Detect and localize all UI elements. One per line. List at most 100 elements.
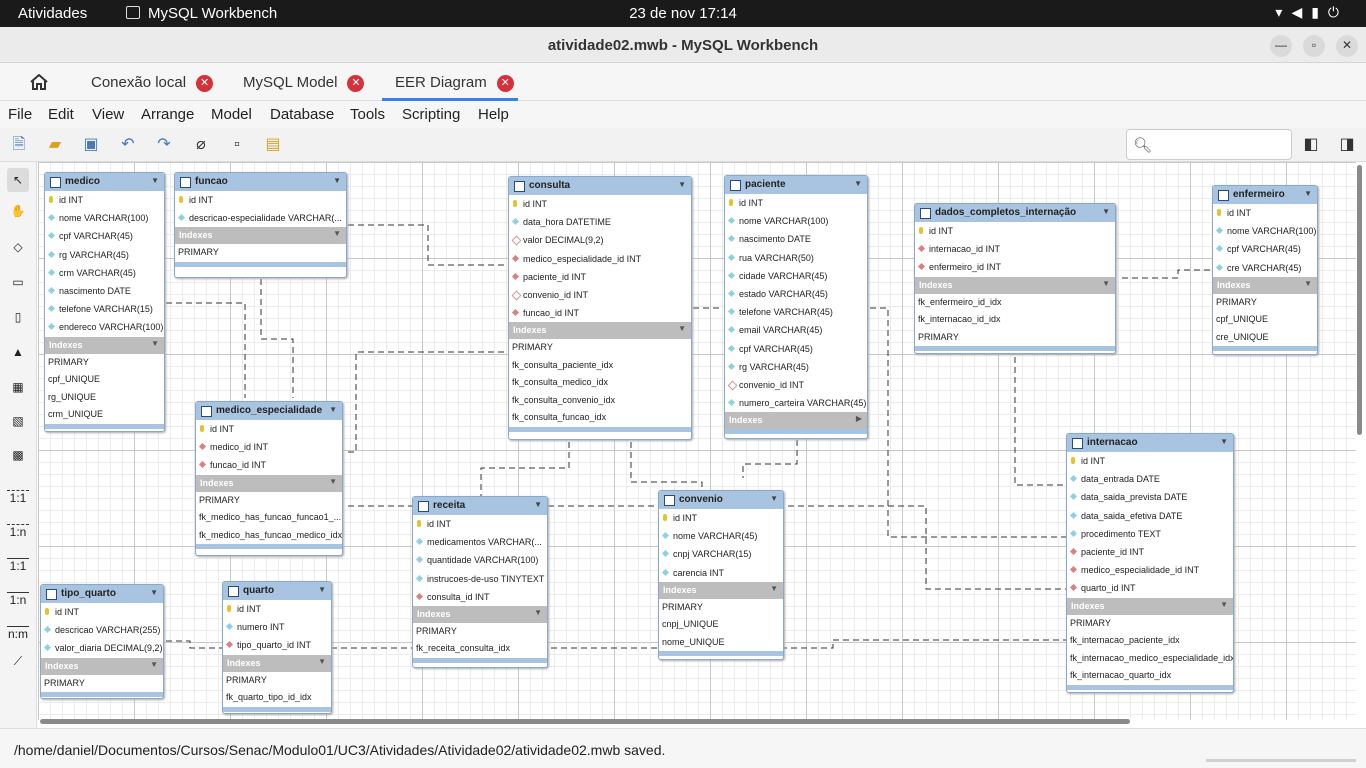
column-row[interactable]: funcao_id INT [509, 304, 691, 322]
open-model-icon[interactable]: ▰ [48, 136, 62, 153]
index-row[interactable]: fk_receita_consulta_idx [416, 643, 511, 654]
chevron-down-icon[interactable]: ▼ [333, 229, 341, 239]
close-tab-icon[interactable]: ✕ [347, 75, 365, 92]
chevron-down-icon[interactable]: ▼ [770, 494, 778, 503]
chevron-down-icon[interactable]: ▶ [855, 414, 862, 424]
table-header[interactable]: convenio▼ [659, 491, 783, 509]
column-row[interactable]: id INT [1067, 452, 1233, 470]
table-header[interactable]: funcao▼ [175, 173, 346, 191]
index-row[interactable]: PRIMARY [44, 677, 85, 688]
column-row[interactable]: valor_diaria DECIMAL(9,2) [41, 639, 163, 657]
chevron-down-icon[interactable]: ▼ [534, 500, 542, 509]
index-row[interactable]: fk_medico_has_funcao_funcao1_... [199, 512, 342, 523]
column-row[interactable]: id INT [915, 222, 1115, 240]
index-row[interactable]: nome_UNIQUE [662, 636, 725, 647]
menu-database[interactable]: Database [270, 106, 335, 123]
table-header[interactable]: medico▼ [45, 173, 164, 191]
menu-model[interactable]: Model [211, 106, 252, 123]
column-row[interactable]: email VARCHAR(45) [725, 321, 867, 339]
column-row[interactable]: descricao VARCHAR(255) [41, 621, 163, 639]
close-tab-icon[interactable]: ✕ [196, 75, 214, 92]
index-row[interactable]: fk_consulta_medico_idx [512, 377, 609, 388]
rel-quarto-internacao[interactable] [331, 639, 1066, 649]
column-row[interactable]: id INT [413, 515, 547, 533]
image-tool-icon[interactable]: ▲ [12, 345, 24, 359]
column-row[interactable]: instrucoes-de-uso TINYTEXT [413, 570, 547, 588]
new-diagram-icon[interactable]: ▤ [265, 136, 281, 153]
index-row[interactable]: fk_internacao_medico_especialidade_idx [1070, 652, 1233, 663]
indexes-header[interactable]: Indexes▼ [659, 581, 783, 599]
column-row[interactable]: cre VARCHAR(45) [1213, 259, 1317, 277]
hand-tool-icon[interactable]: ✋ [10, 204, 26, 218]
rel-consulta-receita[interactable] [480, 442, 570, 498]
menu-arrange[interactable]: Arrange [141, 106, 195, 123]
relationship-existing-columns-tool[interactable]: ⟋ [13, 654, 23, 668]
tab-mysql-model[interactable]: MySQL Model✕ [243, 63, 365, 101]
column-row[interactable]: cpf VARCHAR(45) [1213, 240, 1317, 258]
column-row[interactable]: nascimento DATE [725, 230, 867, 248]
chevron-down-icon[interactable]: ▼ [1220, 437, 1228, 446]
activities-button[interactable]: Atividades [18, 5, 88, 22]
index-row[interactable]: PRIMARY [1216, 296, 1257, 307]
index-row[interactable]: crm_UNIQUE [48, 409, 104, 419]
close-tab-icon[interactable]: ✕ [496, 75, 514, 92]
column-row[interactable]: convenio_id INT [725, 376, 867, 394]
rel-funcao-medico-especialidade[interactable] [260, 279, 294, 398]
column-row[interactable]: data_entrada DATE [1067, 470, 1233, 488]
indexes-header[interactable]: Indexes▼ [175, 227, 346, 245]
table-header[interactable]: internacao▼ [1067, 434, 1233, 452]
column-row[interactable]: id INT [725, 194, 867, 212]
column-row[interactable]: descricao-especialidade VARCHAR(... [175, 209, 346, 227]
relationship-n-m-tool[interactable]: n:m [7, 620, 29, 641]
chevron-down-icon[interactable]: ▼ [1102, 278, 1110, 288]
relationship-1-1-tool[interactable]: 1:1 [7, 484, 29, 505]
chevron-down-icon[interactable]: ▼ [318, 585, 326, 594]
rel-paciente-internacao[interactable] [870, 307, 1066, 538]
column-row[interactable]: id INT [175, 191, 346, 209]
chevron-down-icon[interactable]: ▼ [329, 405, 337, 414]
column-row[interactable]: id INT [223, 600, 331, 618]
index-row[interactable]: PRIMARY [416, 625, 457, 636]
redo-icon[interactable]: ↷ [157, 136, 171, 153]
minimize-button[interactable]: — [1270, 35, 1292, 57]
system-status-icons[interactable]: ▾◀▮⏻ [1275, 4, 1348, 20]
column-row[interactable]: internacao_id INT [915, 240, 1115, 258]
column-row[interactable]: id INT [1213, 204, 1317, 222]
column-row[interactable]: crm VARCHAR(45) [45, 264, 164, 282]
column-row[interactable]: medico_especialidade_id INT [509, 250, 691, 268]
chevron-down-icon[interactable]: ▼ [534, 607, 542, 617]
indexes-header[interactable]: Indexes▼ [196, 474, 342, 492]
index-row[interactable]: fk_quarto_tipo_id_idx [226, 692, 312, 703]
column-row[interactable]: nome VARCHAR(100) [1213, 222, 1317, 240]
pointer-tool-icon[interactable]: ↖ [7, 168, 29, 192]
table-header[interactable]: receita▼ [413, 497, 547, 515]
column-row[interactable]: cpf VARCHAR(45) [725, 340, 867, 358]
column-row[interactable]: medico_especialidade_id INT [1067, 561, 1233, 579]
index-row[interactable]: PRIMARY [199, 494, 240, 505]
index-row[interactable]: cpf_UNIQUE [48, 374, 101, 384]
indexes-header[interactable]: Indexes▼ [45, 336, 164, 354]
index-row[interactable]: fk_medico_has_funcao_medico_idx [199, 529, 342, 540]
chevron-down-icon[interactable]: ▼ [678, 324, 686, 334]
index-row[interactable]: rg_UNIQUE [48, 391, 97, 402]
column-row[interactable]: rua VARCHAR(50) [725, 249, 867, 267]
table-header[interactable]: consulta▼ [509, 177, 691, 195]
menu-scripting[interactable]: Scripting [402, 106, 461, 123]
relationship-1-n-tool[interactable]: 1:n [7, 518, 29, 539]
chevron-down-icon[interactable]: ▼ [151, 338, 159, 348]
column-row[interactable]: nascimento DATE [45, 282, 164, 300]
rel-medico-medico-especialidade[interactable] [166, 302, 246, 398]
column-row[interactable]: id INT [45, 191, 164, 209]
rel-consulta-convenio[interactable] [630, 442, 703, 491]
indexes-header[interactable]: Indexes▼ [223, 654, 331, 672]
rel-tipo-quarto-quarto[interactable] [166, 640, 223, 649]
chevron-down-icon[interactable]: ▼ [333, 176, 341, 185]
column-row[interactable]: nome VARCHAR(100) [45, 209, 164, 227]
relationship-1-n-identifying-tool[interactable]: 1:n [7, 586, 29, 607]
